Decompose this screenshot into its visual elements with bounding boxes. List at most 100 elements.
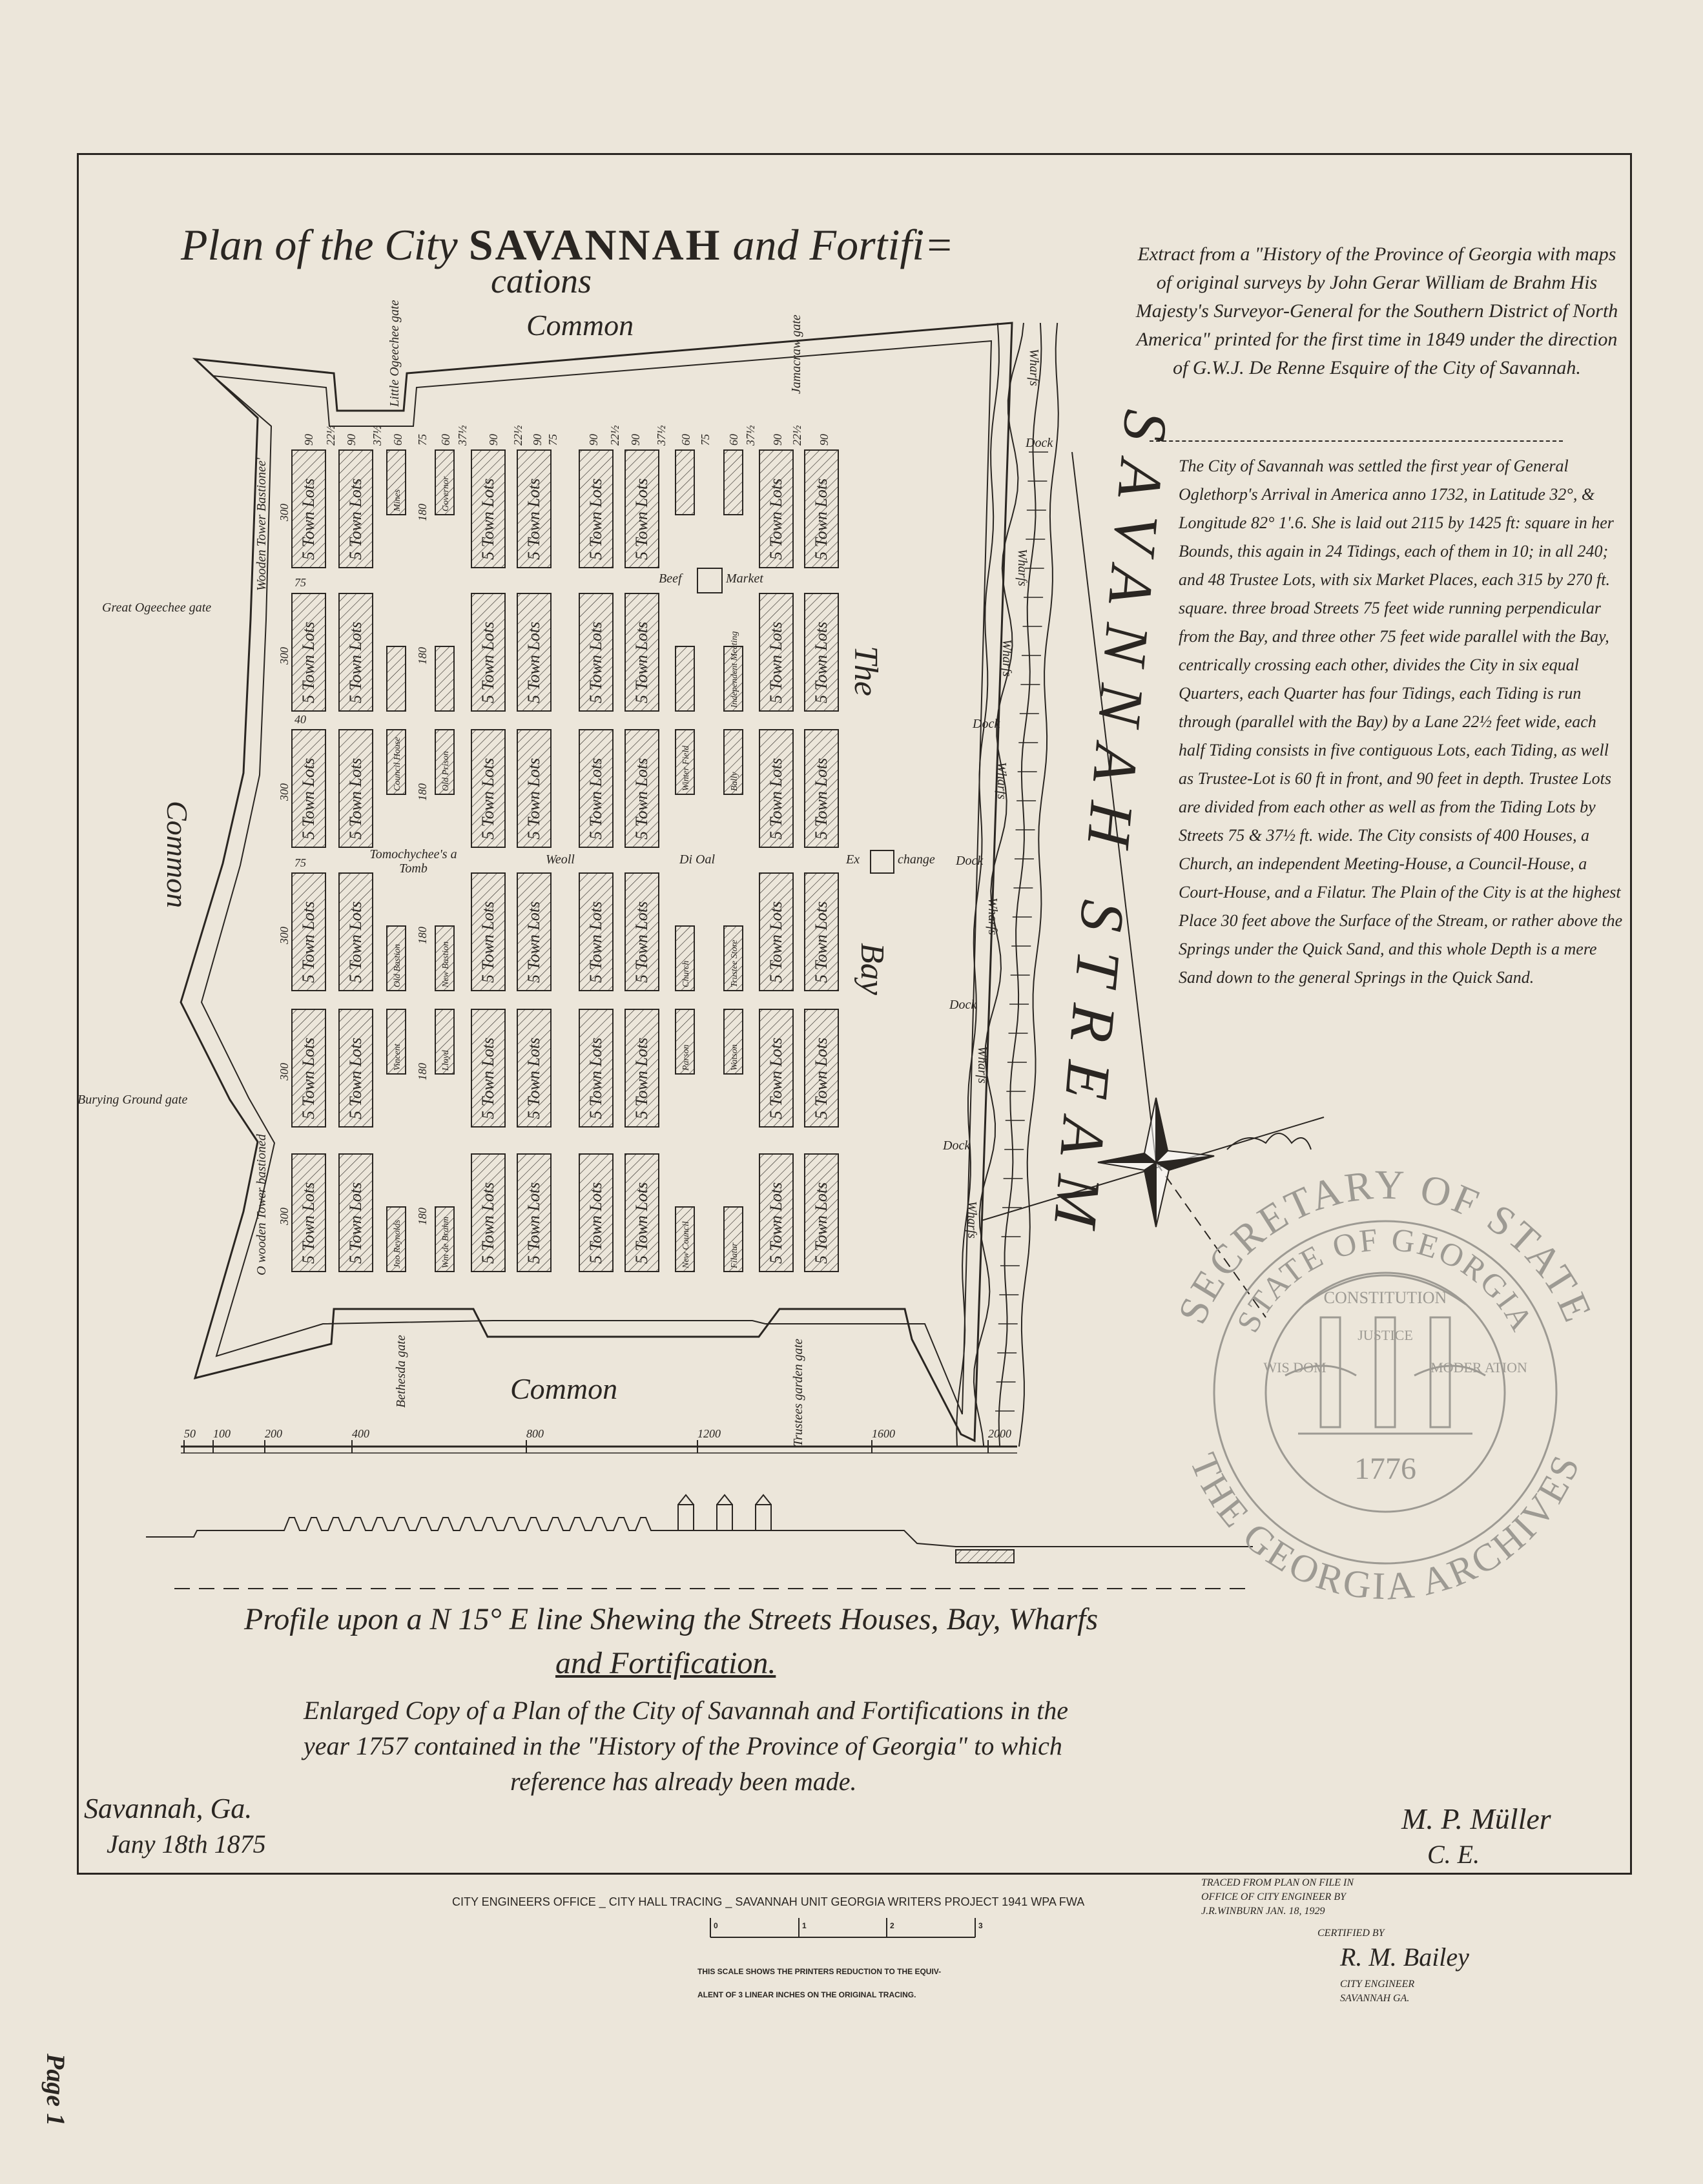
town-lot xyxy=(759,449,794,568)
trustee-lot xyxy=(435,1206,455,1272)
town-lot xyxy=(338,593,373,712)
town-lot-label: 5 Town Lots xyxy=(767,479,785,560)
town-lot xyxy=(338,1153,373,1272)
town-lot xyxy=(471,1153,506,1272)
town-lot-label: 5 Town Lots xyxy=(346,622,365,703)
town-lot xyxy=(804,449,839,568)
street-width-label: 22½ xyxy=(324,425,337,446)
town-lot xyxy=(471,1009,506,1128)
town-lot xyxy=(579,872,614,991)
scale-note: THIS SCALE SHOWS THE PRINTERS REDUCTION … xyxy=(697,1960,941,2006)
scale-tick-label: 1200 xyxy=(697,1427,721,1440)
trustee-lot-label: Trustee Store xyxy=(730,940,739,987)
town-lot-label: 5 Town Lots xyxy=(767,622,785,703)
street-width-label: 90 xyxy=(587,434,600,446)
extract-text: Extract from a "History of the Province … xyxy=(1135,243,1618,378)
trustee-lot-label: Governor xyxy=(441,476,451,511)
town-lot-label: 5 Town Lots xyxy=(479,1038,497,1119)
town-lot xyxy=(471,872,506,991)
trustee-depth-label: 180 xyxy=(416,504,429,521)
town-lot-label: 5 Town Lots xyxy=(299,622,318,703)
lot-depth-label: 300 xyxy=(278,927,291,945)
town-lot-label: 5 Town Lots xyxy=(812,1182,831,1264)
town-lot-label: 5 Town Lots xyxy=(524,1038,543,1119)
scale-tick-label: 800 xyxy=(526,1427,544,1440)
dock-label: Dock xyxy=(956,854,984,868)
great-ogeechee-gate-label: Great Ogeechee gate xyxy=(102,601,212,615)
town-lot xyxy=(624,449,659,568)
trustee-lot-label: Bally xyxy=(730,772,739,791)
scale-tick-label: 50 xyxy=(184,1427,196,1440)
town-lot-label: 5 Town Lots xyxy=(632,479,651,560)
enlarged-line2: year 1757 contained in the "History of t… xyxy=(304,1731,1062,1760)
trustee-lot-label: Filatur xyxy=(730,1242,739,1269)
engineer-line2: SAVANNAH GA. xyxy=(1340,1993,1410,2004)
town-lot xyxy=(579,1009,614,1128)
town-lot-label: 5 Town Lots xyxy=(632,1182,651,1264)
town-lot xyxy=(624,872,659,991)
trustee-depth-label: 180 xyxy=(416,1063,429,1080)
bay-label: Bay xyxy=(854,943,891,995)
trustee-lot xyxy=(386,1206,406,1272)
town-lot-label: 5 Town Lots xyxy=(632,901,651,983)
town-lot-label: 5 Town Lots xyxy=(586,901,605,983)
profile-tower xyxy=(716,1504,733,1531)
trustee-lot-label: Parson xyxy=(681,1045,691,1071)
scale-note-line2: ALENT OF 3 LINEAR INCHES ON THE ORIGINAL… xyxy=(697,1990,916,1999)
divider xyxy=(1150,440,1563,442)
town-lot-label: 5 Town Lots xyxy=(524,758,543,840)
trustee-depth-label: 180 xyxy=(416,647,429,664)
town-lot-label: 5 Town Lots xyxy=(479,758,497,840)
lot-depth-label: 300 xyxy=(278,504,291,522)
trustee-lot xyxy=(435,646,455,712)
trustee-depth-label: 180 xyxy=(416,783,429,801)
trustee-lot-label: Jno Reynolds xyxy=(393,1219,402,1268)
enlarged-line1: Enlarged Copy of a Plan of the City of S… xyxy=(304,1696,1068,1725)
river-bank-line xyxy=(956,322,1000,1447)
town-lot-label: 5 Town Lots xyxy=(346,1182,365,1264)
date-line: Jany 18th 1875 xyxy=(107,1829,266,1859)
scale-note-line1: THIS SCALE SHOWS THE PRINTERS REDUCTION … xyxy=(697,1967,942,1976)
wharfs-label: Wharfs xyxy=(986,898,1000,935)
trustee-lot xyxy=(675,925,695,991)
printer-scale xyxy=(710,1918,976,1938)
trustee-lot xyxy=(386,1009,406,1075)
town-lot xyxy=(338,1009,373,1128)
trustee-lot-label: Winter Field xyxy=(681,745,691,791)
town-lot xyxy=(624,1153,659,1272)
profile-caption-line1: Profile upon a N 15° E line Shewing the … xyxy=(244,1602,1099,1636)
town-lot-label: 5 Town Lots xyxy=(479,1182,497,1264)
town-lot-label: 5 Town Lots xyxy=(632,622,651,703)
seal-wisdom: WIS DOM xyxy=(1263,1359,1326,1375)
trustee-lot-label: Wm de Brahm xyxy=(441,1217,451,1268)
street-width-label: 22½ xyxy=(511,425,524,446)
street-width-label: 37½ xyxy=(744,425,757,446)
town-lot-label: 5 Town Lots xyxy=(812,1038,831,1119)
street-width-label: 75 xyxy=(294,576,306,589)
river-bank-line xyxy=(998,322,1042,1447)
street-width-label: 90 xyxy=(629,434,642,446)
trustee-lot xyxy=(435,925,455,991)
wooden-tower-bottom-label: O wooden Tower bastioned xyxy=(254,1134,269,1275)
map-title: Plan of the City SAVANNAH and Fortifi= xyxy=(181,220,954,271)
trustee-lot-label: Church xyxy=(681,961,691,987)
trustee-lot-label: New Council xyxy=(681,1221,691,1269)
town-lot-label: 5 Town Lots xyxy=(586,622,605,703)
profile-tower-roof xyxy=(677,1494,694,1505)
town-lot xyxy=(759,593,794,712)
trustee-lot xyxy=(675,1206,695,1272)
trustee-lot-label: Council House xyxy=(393,737,402,791)
town-lot-label: 5 Town Lots xyxy=(346,479,365,560)
town-lot xyxy=(759,1153,794,1272)
profile-tower xyxy=(755,1504,772,1531)
town-lot-label: 5 Town Lots xyxy=(299,901,318,983)
title-line2: cations xyxy=(491,262,592,300)
seal-moderation: MODER ATION xyxy=(1430,1359,1527,1375)
tomb-label: Tomochychee's a Tomb xyxy=(369,847,457,876)
town-lot-label: 5 Town Lots xyxy=(346,758,365,840)
town-lot-label: 5 Town Lots xyxy=(586,479,605,560)
trustee-lot xyxy=(723,1009,743,1075)
scale-tick-label: 100 xyxy=(213,1427,231,1440)
city-engineer: CITY ENGINEER SAVANNAH GA. xyxy=(1340,1977,1414,2006)
